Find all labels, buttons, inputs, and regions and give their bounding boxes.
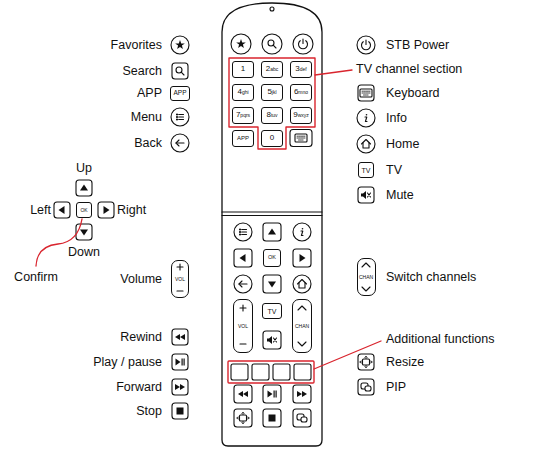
function-label: Confirm (14, 270, 58, 284)
key-label: 7pqrs (236, 111, 250, 119)
key-label: 9wxyz (293, 111, 309, 119)
digit-key: 4ghi (232, 84, 254, 101)
digit-key: 0 (261, 130, 283, 147)
key-letters: mno (298, 90, 308, 95)
key-letters: tuv (271, 113, 278, 118)
key-text: 6 (294, 88, 298, 96)
volume-icon: VOL (171, 260, 189, 298)
digit-key: 2abc (261, 61, 283, 78)
digit-key: 7pqrs (232, 107, 254, 124)
app-key: APP (232, 130, 254, 147)
key-label: TV (362, 167, 371, 174)
key-letters: pqrs (240, 113, 250, 118)
key-label: CHAN (359, 275, 373, 280)
key-label: APP (173, 90, 186, 97)
channel-icon: CHAN (357, 258, 376, 296)
key-letters: ghi (242, 90, 249, 95)
function-label: Switch channels (386, 270, 476, 284)
function-label: Home (386, 137, 419, 151)
key-text: OK (80, 208, 87, 213)
function-label: Back (134, 136, 162, 150)
key-text: 5 (267, 88, 271, 96)
function-label: Volume (120, 272, 162, 286)
key-letters: jkl (272, 90, 277, 95)
key-label: TV (268, 308, 277, 315)
key-letters: wxyz (298, 113, 309, 118)
key-label: 4ghi (237, 88, 248, 96)
digit-key: 5jkl (261, 84, 283, 101)
digit-key: 6mno (290, 84, 312, 101)
key-text: 7 (236, 111, 240, 119)
digit-key: 8tuv (261, 107, 283, 124)
function-label: Forward (116, 380, 162, 394)
key-label: 3def (295, 65, 306, 73)
key-label: 6mno (294, 88, 308, 96)
key-text: OK (268, 255, 276, 261)
digit-key: 3def (290, 61, 312, 78)
key-label: OK (268, 255, 276, 261)
key-text: 9 (293, 111, 297, 119)
function-label: Info (386, 111, 407, 125)
key-label: 8tuv (266, 111, 277, 119)
key-text: APP (173, 90, 186, 97)
digit-key: 1 (232, 61, 254, 78)
tv-icon: TV (358, 162, 374, 178)
function-label: TV (386, 163, 402, 177)
app-icon: APP (170, 86, 190, 101)
ok-key: OK (263, 249, 281, 267)
ok-icon: OK (76, 202, 92, 218)
key-label: 0 (270, 134, 274, 142)
digit-key: 9wxyz (290, 107, 312, 124)
function-label: Keyboard (386, 86, 440, 100)
key-text: CHAN (295, 324, 309, 329)
function-label: Play / pause (93, 355, 162, 369)
key-text: 8 (266, 111, 270, 119)
key-text: 4 (237, 88, 241, 96)
function-label: TV channel section (356, 62, 462, 76)
direction-label: Down (68, 245, 100, 259)
key-text: TV (268, 308, 277, 315)
key-text: 2 (266, 65, 270, 73)
key-text: APP (237, 135, 249, 141)
function-label: Stop (136, 404, 162, 418)
key-label: 2abc (266, 65, 279, 73)
key-label: 1 (241, 65, 245, 73)
key-label: OK (80, 208, 87, 213)
key-label: VOL (238, 324, 248, 329)
channel-rocker: CHAN (292, 299, 312, 353)
function-label: APP (137, 86, 162, 100)
key-text: 0 (270, 134, 274, 142)
key-text: VOL (238, 324, 248, 329)
direction-label: Left (30, 203, 51, 217)
function-label: Mute (386, 188, 414, 202)
key-text: 1 (241, 65, 245, 73)
key-text: VOL (175, 277, 185, 282)
key-label: CHAN (295, 324, 309, 329)
function-label: Additional functions (386, 332, 494, 346)
tv-key: TV (262, 303, 282, 319)
function-label: Menu (131, 110, 162, 124)
direction-label: Up (76, 161, 92, 175)
function-label: Favorites (111, 38, 162, 52)
function-label: Search (122, 64, 162, 78)
function-label: Rewind (120, 330, 162, 344)
key-text: CHAN (359, 275, 373, 280)
function-label: PIP (386, 380, 406, 394)
key-label: 5jkl (267, 88, 276, 96)
key-letters: abc (270, 67, 278, 72)
function-label: STB Power (386, 38, 449, 52)
key-letters: def (300, 67, 307, 72)
key-label: APP (237, 135, 249, 141)
key-label: VOL (175, 277, 185, 282)
key-text: TV (362, 167, 371, 174)
volume-rocker: VOL (233, 299, 253, 353)
direction-label: Right (117, 203, 146, 217)
function-label: Resize (386, 355, 424, 369)
key-text: 3 (295, 65, 299, 73)
